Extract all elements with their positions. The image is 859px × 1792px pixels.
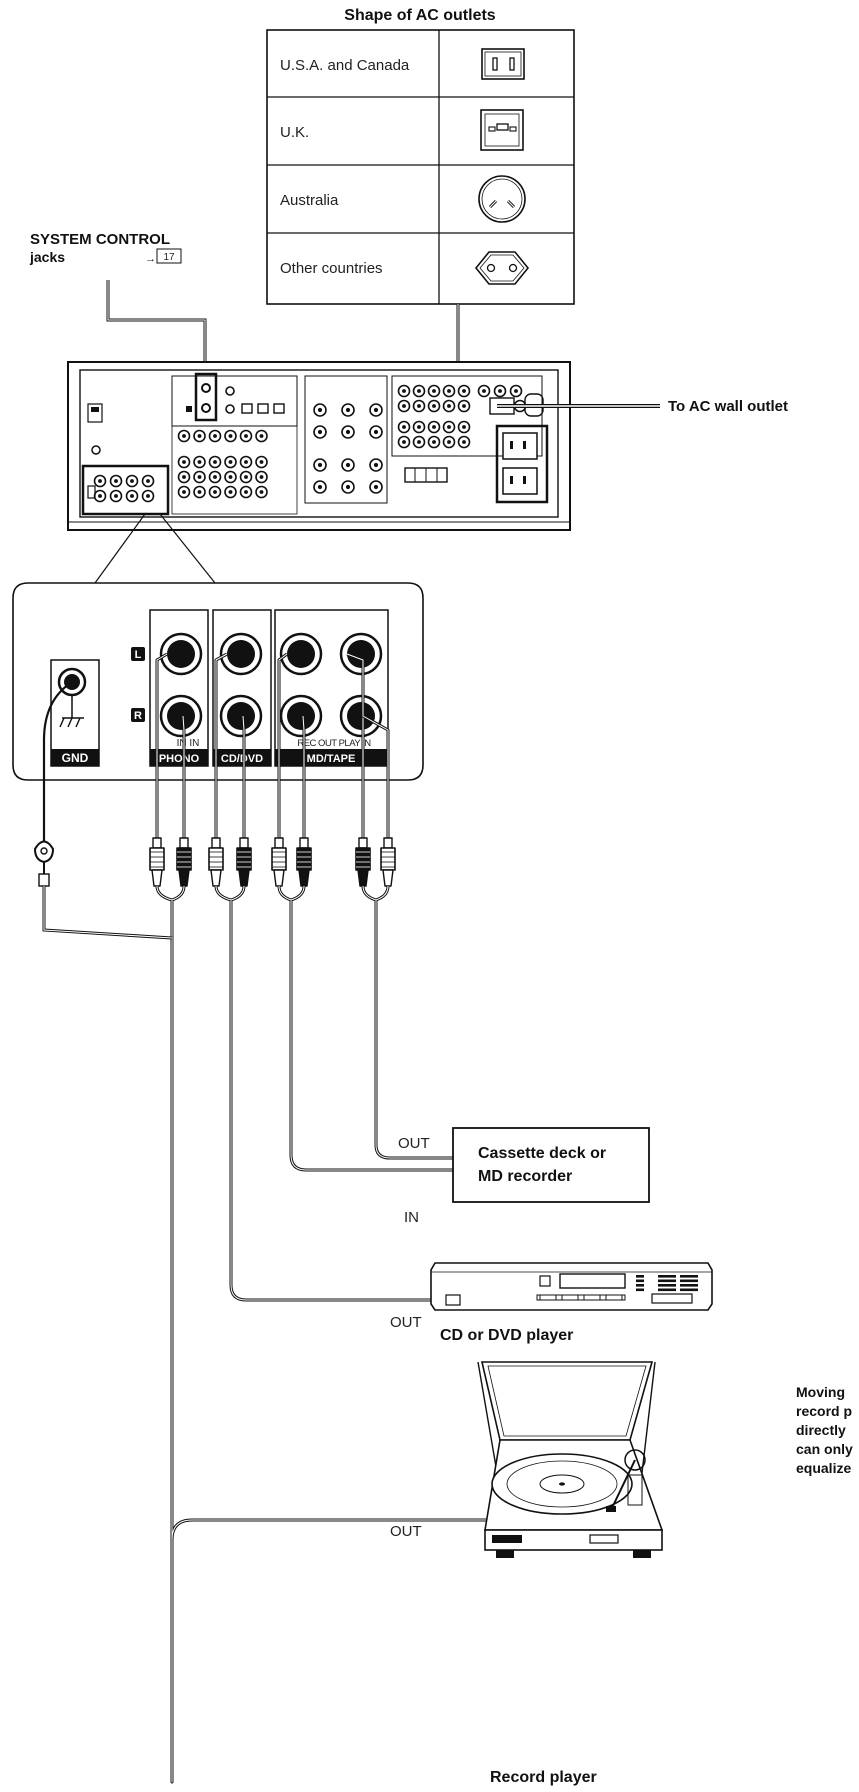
cddvd-label: CD/DVD — [221, 753, 263, 765]
ac-wall-outlet-label: To AC wall outlet — [668, 398, 788, 415]
record-player-turntable: OUT Record player — [390, 1361, 664, 1786]
angled-pin-outlet-icon — [478, 175, 526, 223]
record-player-label: Record player — [490, 1769, 597, 1786]
system-control-label: SYSTEM CONTROL jacks → 17 — [29, 231, 182, 265]
cassette-deck-box: Cassette deck or MD recorder OUT IN — [398, 1127, 650, 1226]
system-control-sub: jacks — [29, 249, 65, 265]
phono-sub-label: IN IN — [177, 738, 200, 749]
cassette-out-label: OUT — [398, 1135, 430, 1152]
two-flat-pin-outlet-icon — [481, 48, 525, 80]
cassette-line2: MD recorder — [478, 1168, 572, 1185]
cassette-in-label: IN — [404, 1209, 419, 1226]
mdtape-label: MD/TAPE — [307, 753, 356, 765]
rca-jack-array — [159, 632, 383, 738]
rear-jack-grid — [93, 384, 527, 503]
channel-left-badge: L — [135, 649, 142, 661]
cassette-line1: Cassette deck or — [478, 1145, 606, 1162]
receiver-rear-panel — [67, 361, 571, 531]
note-line-1: record p — [796, 1403, 852, 1419]
outlet-label-uk: U.K. — [280, 124, 309, 141]
mdtape-sub-label: REC OUT PLAY IN — [297, 738, 371, 749]
outlet-label-usa: U.S.A. and Canada — [280, 57, 410, 74]
three-rect-pin-outlet-icon — [480, 109, 524, 151]
note-line-2: directly — [796, 1422, 846, 1438]
zoomed-input-panel: GND L R PHONO CD/DVD MD/TAPE IN IN REC O… — [12, 582, 424, 781]
rca-cables — [149, 652, 492, 1784]
record-out-label: OUT — [390, 1523, 422, 1540]
cd-player-label: CD or DVD player — [440, 1327, 573, 1344]
cd-dvd-player: OUT CD or DVD player — [390, 1262, 713, 1344]
outlet-table-title: Shape of AC outlets — [344, 7, 496, 24]
page-reference-number: 17 — [163, 252, 175, 263]
svg-text:→: → — [145, 253, 156, 265]
note-line-3: can only — [796, 1441, 853, 1457]
ac-outlet-table: Shape of AC outlets U.S.A. and Canada U.… — [266, 7, 575, 305]
outlet-label-australia: Australia — [280, 192, 339, 209]
phono-label: PHONO — [159, 753, 200, 765]
note-line-4: equalize — [796, 1460, 851, 1476]
cd-out-label: OUT — [390, 1314, 422, 1331]
round-pin-outlet-icon — [474, 251, 530, 285]
ground-wire — [33, 681, 173, 940]
note-line-0: Moving — [796, 1384, 845, 1400]
outlet-label-other: Other countries — [280, 260, 383, 277]
moving-coil-note: Moving record p directly can only equali… — [796, 1384, 853, 1476]
system-control-title: SYSTEM CONTROL — [30, 231, 170, 248]
channel-right-badge: R — [134, 710, 142, 722]
gnd-label: GND — [62, 751, 89, 765]
page-reference-icon: 17 — [156, 248, 182, 264]
